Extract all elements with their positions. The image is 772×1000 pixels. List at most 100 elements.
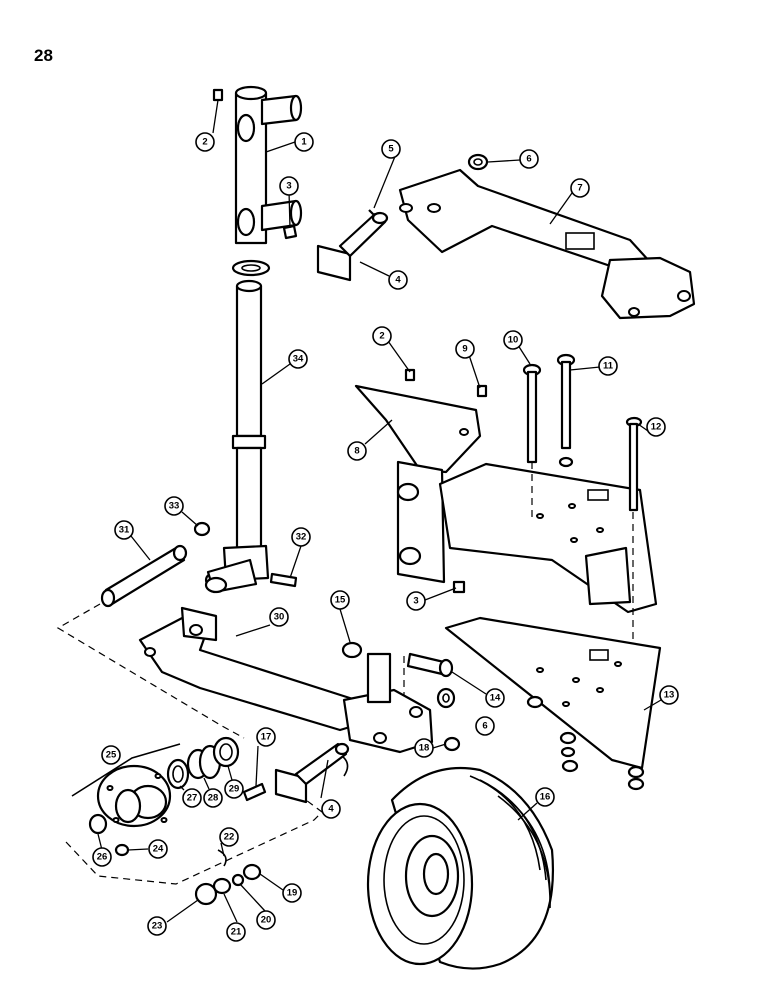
callout-25: 25 — [101, 745, 121, 765]
bolt-spindle — [269, 572, 298, 588]
callout-3-top: 3 — [279, 176, 299, 196]
part-stub-axle — [100, 544, 188, 608]
callout-31: 31 — [114, 520, 134, 540]
washer-bolt — [558, 456, 574, 468]
part-pin-lower — [274, 742, 350, 804]
thrust-washer — [231, 259, 271, 277]
part-bolt-11 — [556, 353, 576, 450]
callout-33: 33 — [164, 496, 184, 516]
svg-text:21: 21 — [231, 927, 242, 938]
nut-18 — [443, 736, 461, 752]
svg-text:11: 11 — [603, 361, 614, 372]
part-hub — [96, 764, 172, 828]
cap-23 — [194, 882, 218, 906]
svg-text:29: 29 — [229, 784, 240, 795]
callout-26: 26 — [92, 847, 112, 867]
part-pin-upper — [316, 211, 389, 282]
cotter-pin-22 — [217, 849, 227, 867]
grease-fitting-lower — [452, 580, 466, 594]
callout-1: 1 — [294, 132, 314, 152]
svg-text:14: 14 — [490, 693, 501, 704]
svg-text:13: 13 — [664, 690, 675, 701]
svg-text:17: 17 — [261, 732, 272, 743]
svg-text:2: 2 — [202, 137, 207, 148]
svg-text:27: 27 — [187, 793, 198, 804]
nut-33 — [193, 521, 211, 537]
part-frame-plate — [438, 462, 658, 614]
svg-text:33: 33 — [169, 501, 180, 512]
callout-16: 16 — [535, 787, 555, 807]
callout-13: 13 — [659, 685, 679, 705]
svg-text:9: 9 — [462, 344, 467, 355]
svg-text:2: 2 — [379, 331, 384, 342]
grease-fitting-spindle — [282, 224, 298, 240]
part-bolt-12 — [625, 416, 643, 512]
svg-text:1: 1 — [301, 137, 307, 148]
washer-lower — [436, 687, 456, 709]
svg-text:30: 30 — [274, 612, 285, 623]
callout-29: 29 — [224, 779, 244, 799]
svg-text:34: 34 — [293, 354, 304, 365]
callout-12: 12 — [646, 417, 666, 437]
grease-fitting-top — [212, 88, 224, 102]
callout-17: 17 — [256, 727, 276, 747]
callout-32: 32 — [291, 527, 311, 547]
svg-text:25: 25 — [106, 750, 117, 761]
callout-24: 24 — [148, 839, 168, 859]
callout-23: 23 — [147, 916, 167, 936]
callout-14: 14 — [485, 688, 505, 708]
nut-21 — [212, 877, 232, 895]
callout-5: 5 — [381, 139, 401, 159]
svg-text:19: 19 — [287, 888, 298, 899]
nut-15 — [341, 641, 363, 659]
nut-stack — [526, 695, 645, 791]
svg-text:26: 26 — [97, 852, 108, 863]
part-upper-arm — [398, 168, 696, 320]
seal-26 — [88, 813, 108, 835]
svg-text:18: 18 — [419, 743, 430, 754]
part-spindle-shaft — [204, 279, 270, 594]
nut-19 — [242, 863, 262, 881]
part-lower-plate — [444, 616, 662, 770]
svg-text:3: 3 — [413, 596, 418, 607]
svg-text:8: 8 — [354, 446, 359, 457]
callout-4-top: 4 — [388, 270, 408, 290]
callout-6-lower: 6 — [475, 716, 495, 736]
washer-top — [467, 153, 489, 171]
callout-20: 20 — [256, 910, 276, 930]
cotter-pin-lower — [341, 755, 349, 777]
svg-text:3: 3 — [286, 181, 291, 192]
callout-8: 8 — [347, 441, 367, 461]
callout-19: 19 — [282, 883, 302, 903]
svg-text:23: 23 — [152, 921, 163, 932]
svg-text:7: 7 — [577, 183, 582, 194]
page-number: 28 — [34, 46, 53, 65]
svg-text:4: 4 — [395, 275, 401, 286]
callout-2-top: 2 — [195, 132, 215, 152]
part-wheel — [366, 766, 554, 970]
svg-text:15: 15 — [335, 595, 346, 606]
bolt-24 — [114, 843, 130, 857]
callout-27: 27 — [182, 788, 202, 808]
svg-text:10: 10 — [508, 335, 519, 346]
svg-text:20: 20 — [261, 915, 272, 926]
svg-text:6: 6 — [526, 154, 531, 165]
svg-text:22: 22 — [224, 832, 235, 843]
callout-9: 9 — [455, 339, 475, 359]
part-lower-arm — [138, 606, 434, 754]
callout-30: 30 — [269, 607, 289, 627]
callout-2-mid: 2 — [372, 326, 392, 346]
callout-34: 34 — [288, 349, 308, 369]
washer-20 — [231, 873, 245, 887]
part-bolt-10 — [522, 363, 542, 464]
callout-11: 11 — [598, 356, 618, 376]
svg-text:24: 24 — [153, 844, 164, 855]
svg-text:28: 28 — [208, 793, 219, 804]
callout-6-top: 6 — [519, 149, 539, 169]
svg-text:16: 16 — [540, 792, 551, 803]
callout-18: 18 — [414, 738, 434, 758]
svg-text:12: 12 — [651, 422, 662, 433]
callout-7: 7 — [570, 178, 590, 198]
part-spindle-tube — [234, 85, 303, 245]
part-bracket — [354, 384, 482, 584]
